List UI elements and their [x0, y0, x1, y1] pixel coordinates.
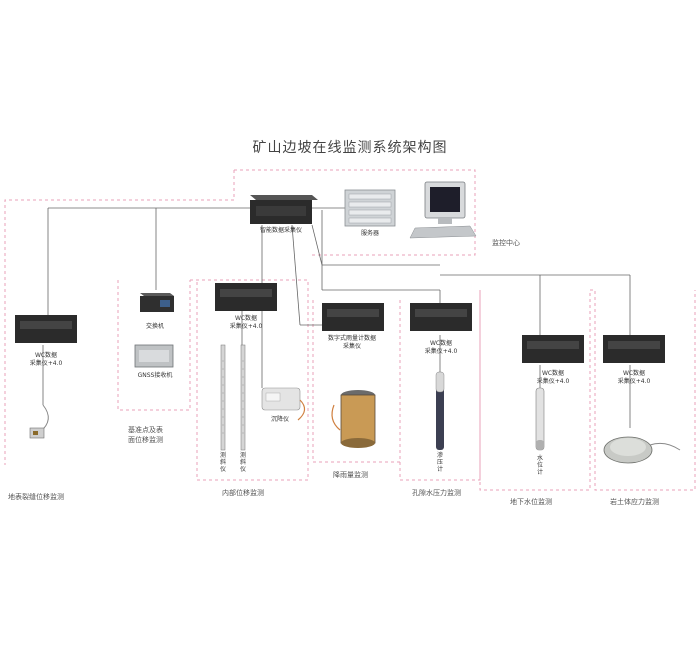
- rain-gauge-icon: [331, 390, 376, 448]
- region-border-inner: [196, 282, 309, 481]
- region-outlines: [4, 169, 696, 491]
- label-gnss: GNSS接收机: [137, 372, 173, 379]
- label-inclinometer-a: 测斜仪: [219, 452, 226, 473]
- logger-stress: [603, 335, 665, 363]
- logger-pore: [410, 303, 472, 331]
- region-border-water: [479, 290, 591, 491]
- label-water-gauge: 水位计: [536, 455, 543, 476]
- label-water-logger: WC数据 采集仪+4.0: [536, 370, 570, 385]
- label-rain-logger: 数字式雨量计数据 采集仪: [327, 335, 376, 350]
- label-inclinometer-b: 测斜仪: [239, 452, 246, 473]
- label-monitor-center: 监控中心: [492, 239, 520, 247]
- label-section-surface-crack: 地表裂缝位移监测: [8, 493, 64, 501]
- logger-inner: [215, 283, 277, 311]
- region-border-left: [4, 170, 235, 465]
- label-server: 服务器: [360, 230, 379, 237]
- diagram-title: 矿山边坡在线监测系统架构图: [252, 140, 448, 156]
- label-central-logger: 智能数据采集仪: [259, 227, 302, 234]
- gnss-receiver-icon: [134, 344, 174, 368]
- label-section-surface-displacement: 基准点及表 面位移监测: [128, 426, 163, 444]
- line-diag: [311, 224, 323, 266]
- displacement-sensor-icon: [29, 404, 49, 439]
- region-border-center: [234, 169, 476, 256]
- logger-left: [15, 315, 77, 343]
- region-border-stress: [590, 289, 696, 491]
- label-piezometer: 渗压计: [436, 452, 443, 473]
- label-section-pore-pressure: 孔隙水压力监测: [412, 489, 461, 497]
- desktop-computer-icon: [409, 181, 477, 239]
- water-level-probe-icon: [535, 387, 545, 451]
- crack-sensor-icon: [261, 387, 306, 421]
- label-switch: 交换机: [145, 323, 164, 330]
- label-crack-meter: 沉降仪: [270, 416, 289, 423]
- data-logger-central: [250, 195, 318, 224]
- piezometer-probe-icon: [435, 371, 445, 450]
- label-inner-logger: WC数据 采集仪+4.0: [229, 315, 263, 330]
- logger-water: [522, 335, 584, 363]
- label-section-rainfall: 降雨量监测: [333, 471, 368, 479]
- label-section-deep-displacement: 内部位移监测: [222, 489, 264, 497]
- line-to-rain: [291, 224, 301, 326]
- pressure-cell-icon: [603, 436, 681, 464]
- network-switch-icon: [140, 293, 174, 312]
- label-left-logger: WC数据 采集仪+4.0: [29, 352, 63, 367]
- region-border-gnss: [117, 280, 191, 411]
- label-stress-logger: WC数据 采集仪+4.0: [617, 370, 651, 385]
- server-rack-icon: [344, 189, 396, 227]
- logger-rain: [322, 303, 384, 331]
- label-pore-logger: WC数据 采集仪+4.0: [424, 340, 458, 355]
- inclinometer-rod-icon: [220, 344, 246, 451]
- connectors: [42, 207, 631, 428]
- label-section-rock-stress: 岩土体应力监测: [610, 498, 659, 506]
- region-border-pore: [399, 290, 481, 481]
- label-section-groundwater: 地下水位监测: [510, 498, 552, 506]
